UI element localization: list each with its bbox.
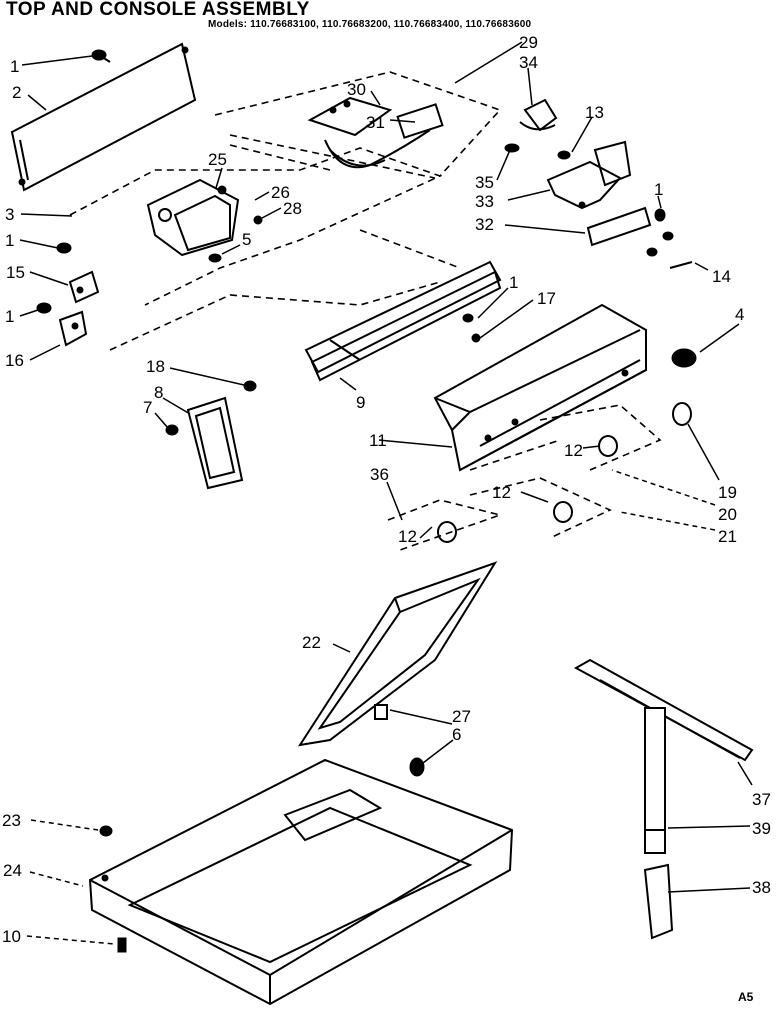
part-10-screw <box>117 937 127 953</box>
callout-15: 15 <box>6 263 25 282</box>
diagram-code: A5 <box>738 990 754 1004</box>
callout-26: 26 <box>271 183 290 202</box>
callout-labels: 1 2 29 34 30 31 13 25 26 28 35 33 3 5 1 … <box>2 33 771 946</box>
callout-1: 1 <box>654 180 663 199</box>
callout-12: 12 <box>398 527 417 546</box>
part-34-bracket <box>504 98 558 153</box>
dashed-outline-console-rear <box>69 71 502 351</box>
part-6-grommet <box>409 757 425 777</box>
page-title: TOP AND CONSOLE ASSEMBLY <box>6 0 310 20</box>
callout-16: 16 <box>5 351 24 370</box>
callout-1: 1 <box>5 307 14 326</box>
part-15-hinge <box>56 242 100 304</box>
callout-27: 27 <box>452 707 471 726</box>
callout-1: 1 <box>509 273 518 292</box>
callout-1: 1 <box>10 57 19 76</box>
part-39-rod <box>644 707 666 854</box>
callout-7: 7 <box>143 398 152 417</box>
callout-22: 22 <box>302 633 321 652</box>
callout-6: 6 <box>452 725 461 744</box>
part-30-31-timer-assembly <box>307 96 444 169</box>
callout-9: 9 <box>356 393 365 412</box>
leader-lines <box>19 41 753 945</box>
callout-39: 39 <box>752 819 771 838</box>
callout-30: 30 <box>347 80 366 99</box>
dashed-outline-knob-boxes <box>387 404 662 551</box>
part-11-console <box>433 303 647 472</box>
callout-32: 32 <box>475 215 494 234</box>
part-16-hinge <box>36 302 88 347</box>
part-27-plug <box>374 704 388 720</box>
callout-11: 11 <box>369 431 387 450</box>
callout-38: 38 <box>752 878 771 897</box>
callout-19: 19 <box>718 483 737 502</box>
part-12-knobs <box>437 435 618 543</box>
callout-28: 28 <box>283 199 302 218</box>
callout-17: 17 <box>537 289 556 308</box>
callout-3: 3 <box>5 205 14 224</box>
part-9-channel-rail <box>304 260 502 382</box>
callout-10: 10 <box>2 927 21 946</box>
callout-23: 23 <box>2 811 21 830</box>
callout-13: 13 <box>585 103 604 122</box>
callout-29: 29 <box>519 33 538 52</box>
callout-21: 21 <box>718 527 737 546</box>
part-38-foot <box>643 863 674 940</box>
part-4-knob-mount <box>671 348 697 368</box>
callout-5: 5 <box>242 230 251 249</box>
part-1-screw-top <box>91 49 111 63</box>
callout-24: 24 <box>3 861 22 880</box>
callout-20: 20 <box>718 505 737 524</box>
callout-12: 12 <box>492 483 511 502</box>
part-33-cover <box>546 140 632 210</box>
callout-31: 31 <box>366 113 385 132</box>
part-8-knob-window <box>165 380 257 490</box>
part-24-top-cover <box>88 758 514 1006</box>
callout-4: 4 <box>735 305 744 324</box>
callout-14: 14 <box>712 267 731 286</box>
callout-8: 8 <box>154 383 163 402</box>
callout-37: 37 <box>752 790 771 809</box>
part-22-lid-frame <box>297 561 498 747</box>
part-2-back-panel <box>10 42 197 192</box>
callout-34: 34 <box>519 53 538 72</box>
part-1-screws-right <box>646 208 693 269</box>
callout-35: 35 <box>475 173 494 192</box>
callout-36: 36 <box>370 465 389 484</box>
part-19-knob <box>672 402 692 426</box>
callout-1: 1 <box>5 231 14 250</box>
callout-2: 2 <box>12 83 21 102</box>
part-23-screw <box>99 825 113 837</box>
callout-33: 33 <box>475 192 494 211</box>
callout-12: 12 <box>564 441 583 460</box>
part-switch-bracket <box>146 178 263 263</box>
part-32-strip <box>586 206 652 247</box>
callout-25: 25 <box>208 150 227 169</box>
model-numbers: Models: 110.76683100, 110.76683200, 110.… <box>208 19 532 30</box>
callout-18: 18 <box>146 357 165 376</box>
